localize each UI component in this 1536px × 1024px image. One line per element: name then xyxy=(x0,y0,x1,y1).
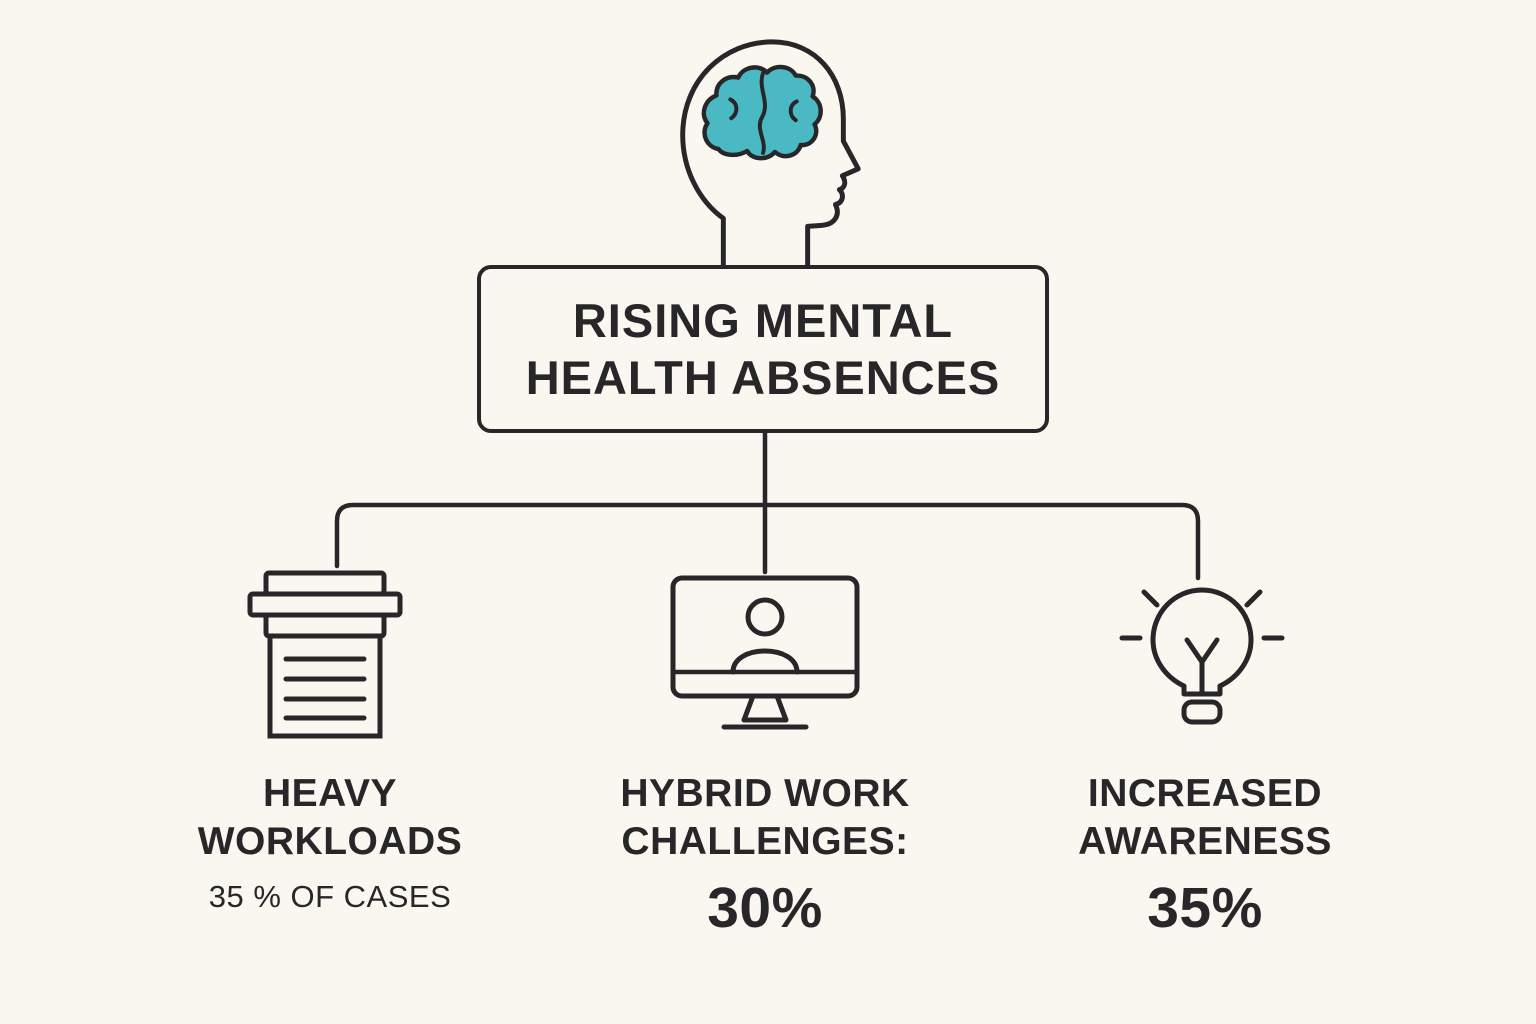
node-label: CHALLENGES: xyxy=(621,819,909,863)
node-label: AWARENESS xyxy=(1078,819,1332,863)
node-label: WORKLOADS xyxy=(197,819,463,863)
node-increased-awareness: INCREASED AWARENESS 35% xyxy=(1015,770,1395,941)
title-box: RISING MENTAL HEALTH ABSENCES xyxy=(477,265,1049,433)
node-heavy-workloads: HEAVY WORKLOADS 35 % OF CASES xyxy=(140,770,520,915)
title-line-2: HEALTH ABSENCES xyxy=(525,351,1001,404)
lightbulb-icon xyxy=(1118,574,1286,746)
node-hybrid-work-challenges: HYBRID WORK CHALLENGES: 30% xyxy=(575,770,955,941)
node-label: INCREASED xyxy=(1087,772,1323,815)
documents-stack-icon xyxy=(238,563,420,745)
head-with-brain-icon xyxy=(668,30,864,268)
monitor-person-icon xyxy=(663,570,867,752)
node-label: HYBRID WORK xyxy=(620,772,910,815)
node-stat: 35% xyxy=(1147,876,1263,941)
node-stat: 35 % OF CASES xyxy=(208,879,452,915)
node-stat: 30% xyxy=(707,876,823,941)
title-line-1: RISING MENTAL xyxy=(572,293,954,347)
node-label: HEAVY xyxy=(263,772,397,815)
